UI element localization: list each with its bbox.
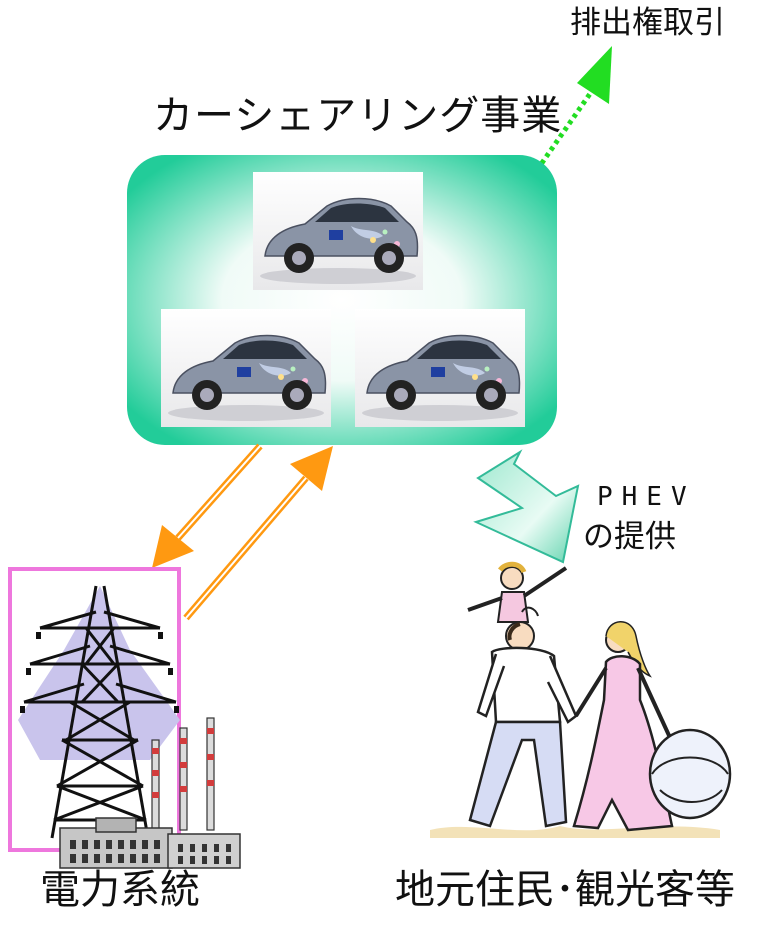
power-plant-icon [59,717,241,869]
carsharing-label: カーシェアリング事業 [153,93,563,139]
phev-label-line2: の提供 [583,519,676,555]
residents-tourists-label: 地元住民･観光客等 [395,867,735,913]
transmission-tower-icon [18,585,180,839]
phev-label-line1: PHEV [597,482,696,512]
power-grid-label: 電力系統 [40,867,200,913]
car-photo-top [252,171,424,291]
phev-provision-arrow [473,449,580,564]
family-clipart [430,561,732,838]
emissions-trading-label: 排出権取引 [570,5,725,41]
power-flow-arrow-down [152,443,263,568]
car-photo-bottom-left [160,308,332,428]
car-photo-bottom-right [354,308,526,428]
power-flow-arrow-up [183,446,333,621]
